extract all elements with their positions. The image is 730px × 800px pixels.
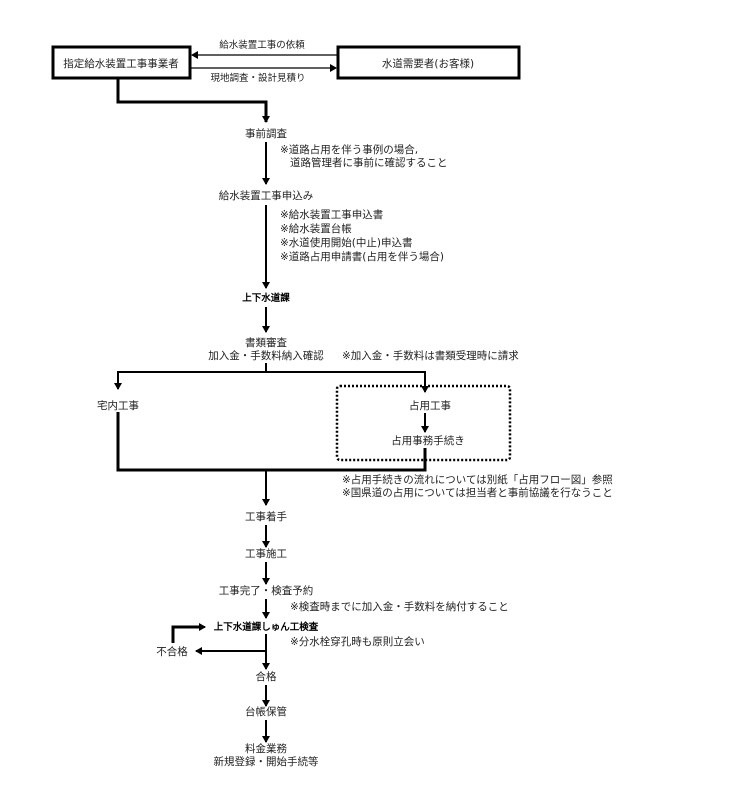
note: ※加入金・手数料は書類受理時に請求 xyxy=(342,349,519,362)
step-review-fee: 加入金・手数料納入確認 xyxy=(208,349,324,362)
occupancy-group xyxy=(335,384,512,462)
note: ※給水装置台帳 xyxy=(280,222,352,235)
request-label: 給水装置工事の依頼 xyxy=(219,39,305,51)
step-billing-detail: 新規登録・開始手続等 xyxy=(214,755,319,768)
step-pre-survey: 事前調査 xyxy=(245,127,287,140)
note: ※水道使用開始(中止)申込書 xyxy=(280,236,413,249)
customer-box xyxy=(336,45,521,80)
contractor-box xyxy=(51,45,192,80)
note: ※道路占用申請書(占用を伴う場合) xyxy=(280,250,444,263)
step-start: 工事着手 xyxy=(245,510,287,523)
step-application: 給水装置工事申込み xyxy=(219,189,314,202)
connector xyxy=(116,78,270,123)
survey-label: 現地調査・設計見積り xyxy=(210,72,305,84)
note: ※道路占用を伴う事例の場合, xyxy=(280,143,418,156)
step-indoor-work: 宅内工事 xyxy=(97,399,139,412)
step-pass: 合格 xyxy=(256,670,277,683)
step-billing: 料金業務 xyxy=(245,742,287,755)
contractor-label: 指定給水装置工事事業者 xyxy=(63,57,179,70)
note: 道路管理者に事前に確認すること xyxy=(290,156,448,169)
step-inspection: 上下水道課しゅん工検査 xyxy=(214,621,319,633)
step-construction: 工事施工 xyxy=(245,547,287,560)
step-completion: 工事完了・検査予約 xyxy=(219,584,314,597)
step-fail: 不合格 xyxy=(156,645,188,658)
note: ※給水装置工事申込書 xyxy=(280,208,383,221)
step-ledger: 台帳保管 xyxy=(245,705,287,718)
step-review: 書類審査 xyxy=(245,336,287,349)
note: ※占用手続きの流れについては別紙「占用フロー図」参照 xyxy=(342,473,613,486)
step-occupancy-procedure: 占用事務手続き xyxy=(391,434,465,447)
note: ※分水栓穿孔時も原則立会い xyxy=(290,635,425,648)
step-department: 上下水道課 xyxy=(242,292,290,304)
merge-connector xyxy=(116,412,427,472)
step-occupancy-work: 占用工事 xyxy=(409,399,451,412)
customer-label: 水道需要者(お客様) xyxy=(382,57,474,70)
note: ※検査時までに加入金・手数料を納付すること xyxy=(290,600,509,613)
retry-connector xyxy=(171,625,200,643)
note: ※国県道の占用については担当者と事前協議を行なうこと xyxy=(342,486,613,499)
